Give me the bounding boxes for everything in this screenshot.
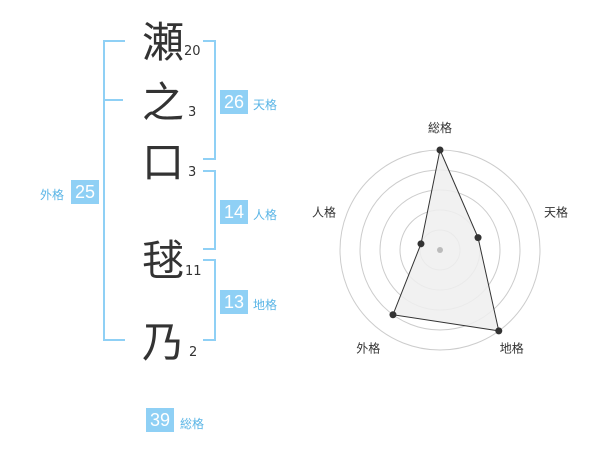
jinkaku-value: 14 — [220, 200, 248, 224]
soukaku-value: 39 — [146, 408, 174, 432]
radar-point-3 — [495, 327, 503, 335]
stroke-count-1: 20 — [184, 44, 201, 59]
radar-point-2 — [474, 234, 482, 242]
tenkaku-label: 天格 — [253, 98, 278, 112]
gaikaku-bracket-tick — [103, 99, 123, 101]
radar-axis-label-5: 人格 — [312, 204, 336, 219]
chikaku-label: 地格 — [253, 298, 278, 312]
radar-axis-label-3: 地格 — [500, 341, 524, 356]
radar-axis-label-4: 外格 — [356, 341, 380, 356]
stroke-count-4: 11 — [185, 264, 202, 279]
name-char-2: 之 — [142, 78, 185, 127]
stroke-count-2: 3 — [188, 105, 197, 120]
jinkaku-label: 人格 — [253, 208, 278, 222]
radar-axis-label-2: 天格 — [544, 204, 568, 219]
radar-point-1 — [436, 146, 444, 154]
chikaku-bracket — [203, 259, 216, 341]
tenkaku-bracket — [203, 40, 216, 160]
name-char-3: 口 — [142, 138, 185, 187]
radar-point-4 — [389, 311, 397, 319]
stroke-count-3: 3 — [188, 165, 197, 180]
radar-center-dot — [437, 247, 443, 253]
soukaku-label: 総格 — [180, 417, 205, 431]
name-char-5: 乃 — [142, 318, 185, 367]
chikaku-value: 13 — [220, 290, 248, 314]
gaikaku-bracket — [103, 40, 125, 341]
jinkaku-bracket — [203, 170, 216, 250]
radar-data-polygon — [392, 148, 500, 332]
radar-axis-label-1: 総格 — [428, 120, 452, 135]
name-char-4: 毬 — [142, 236, 185, 285]
tenkaku-value: 26 — [220, 90, 248, 114]
gaikaku-label: 外格 — [40, 188, 65, 202]
radar-point-5 — [417, 240, 425, 248]
stroke-count-5: 2 — [189, 345, 198, 360]
name-char-1: 瀬 — [142, 18, 185, 67]
gaikaku-value: 25 — [71, 180, 99, 204]
